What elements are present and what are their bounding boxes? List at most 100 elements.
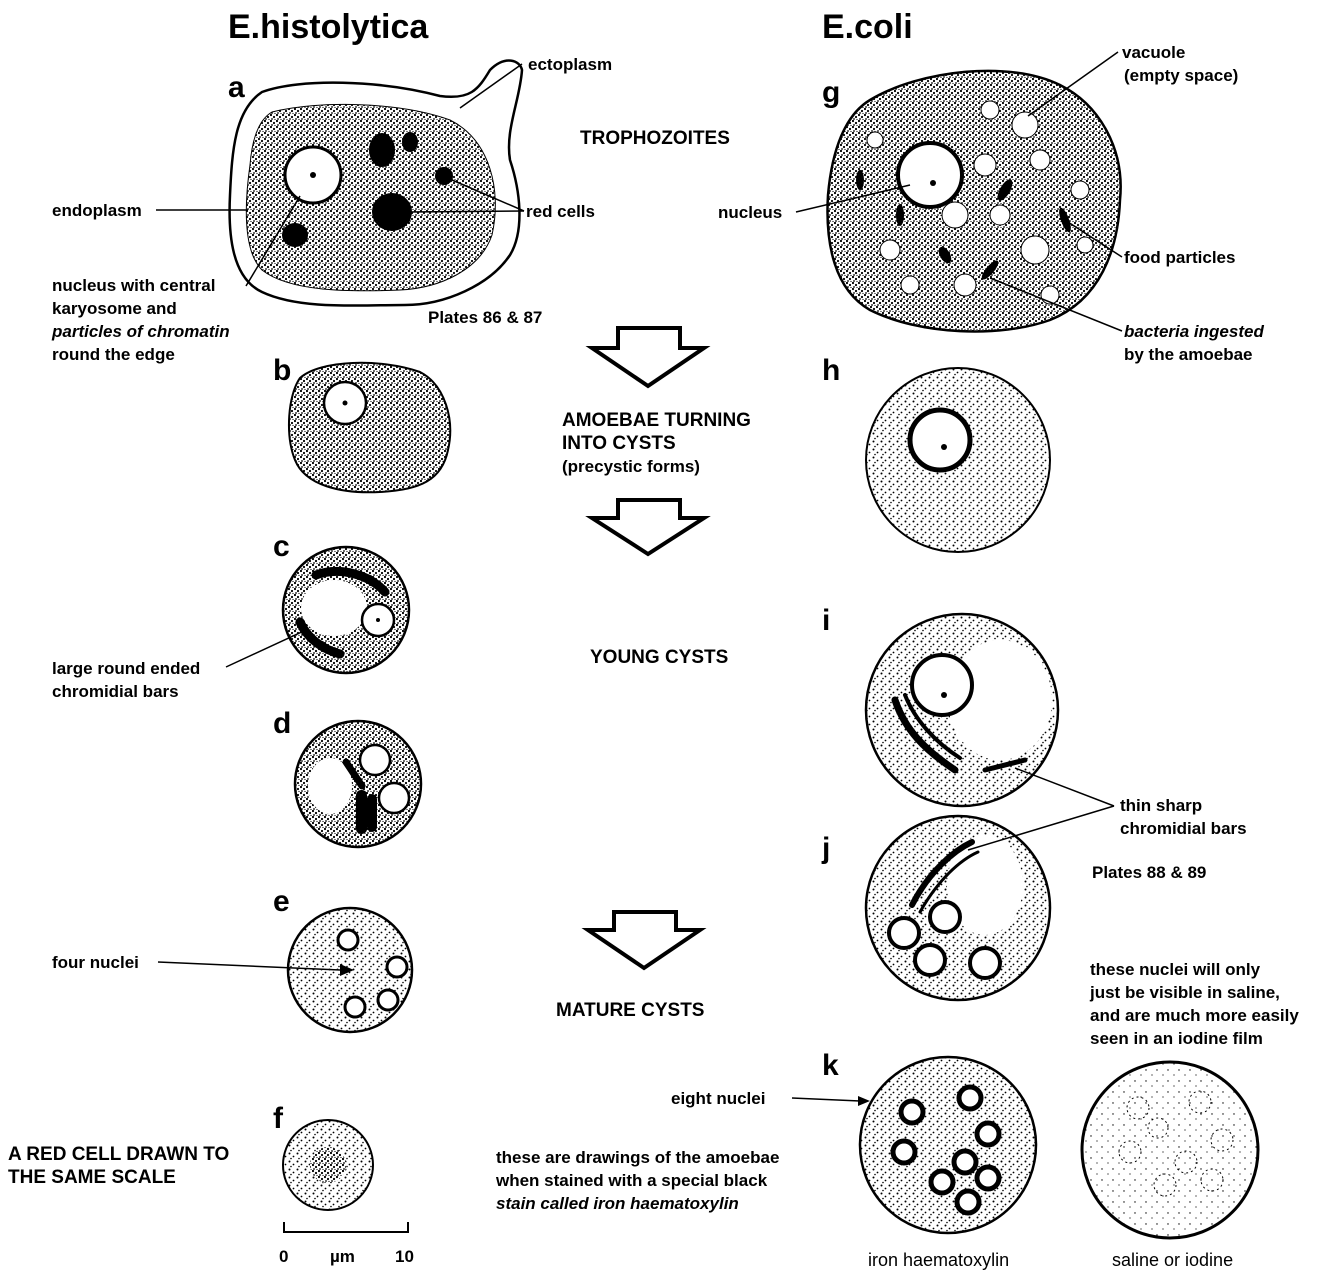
trophozoite-coli-karyosome (930, 180, 936, 186)
red-cell-center (310, 1147, 346, 1183)
label-ectoplasm: ectoplasm (528, 55, 612, 74)
letter-b: b (273, 354, 291, 387)
cyst-j-nucleus-4 (970, 948, 1000, 978)
label-red-cells: red cells (526, 202, 595, 221)
chromidial-bar-d-1 (356, 790, 367, 834)
cyst-k-nucleus-2 (959, 1087, 981, 1109)
letter-i: i (822, 604, 830, 637)
young-cyst-i (866, 614, 1058, 806)
cyst-e-nucleus-4 (378, 990, 398, 1010)
letter-j: j (821, 832, 830, 865)
letter-f: f (273, 1102, 284, 1135)
red-cell-1 (372, 193, 412, 231)
label-thin-bars-1: thin sharp (1120, 796, 1202, 815)
trophozoite-histolytica (230, 61, 522, 306)
leader-thin-bars-1 (1015, 768, 1114, 806)
title-e-coli: E.coli (822, 8, 913, 46)
label-vacuole-2: (empty space) (1124, 66, 1238, 85)
letter-h: h (822, 354, 840, 387)
cyst-e-nucleus-2 (387, 957, 407, 977)
scale-ten: 10 (395, 1247, 414, 1266)
letter-a: a (228, 71, 245, 104)
cyst-k-nucleus-4 (893, 1141, 915, 1163)
label-nucleus-desc-3: particles of chromatin (51, 322, 230, 341)
cyst-e-nucleus-3 (345, 997, 365, 1017)
stage-turning-3: (precystic forms) (562, 457, 700, 476)
label-nuclei-note-4: seen in an iodine film (1090, 1029, 1263, 1048)
letter-c: c (273, 530, 290, 563)
stage-mature-cysts: MATURE CYSTS (556, 1000, 704, 1021)
label-thin-bars-2: chromidial bars (1120, 819, 1247, 838)
leader-eight-nuclei (792, 1098, 860, 1101)
letter-g: g (822, 76, 840, 109)
precyst-h-nucleus (910, 410, 970, 470)
scale-bar (284, 1222, 408, 1232)
label-nucleus-desc-1: nucleus with central (52, 276, 215, 295)
label-plates-88: Plates 88 & 89 (1092, 863, 1206, 882)
label-bacteria-2: by the amoebae (1124, 345, 1253, 364)
trophozoite-coli-nucleus (898, 143, 962, 207)
precyst-b-body (289, 363, 450, 492)
cyst-k-nucleus-5 (954, 1151, 976, 1173)
cyst-k-nucleus-1 (901, 1101, 923, 1123)
caption-iron-haematoxylin: iron haematoxylin (868, 1250, 1009, 1270)
label-food-particles: food particles (1124, 248, 1235, 267)
label-nuclei-note-3: and are much more easily (1090, 1006, 1299, 1025)
leader-chromidial-large (226, 630, 306, 667)
saline-cyst-wall (1082, 1062, 1258, 1238)
cyst-c-vacuole (301, 580, 367, 636)
label-stain-note-1: these are drawings of the amoebae (496, 1148, 779, 1167)
cyst-j-nucleus-2 (889, 918, 919, 948)
young-cyst-j (866, 816, 1050, 1000)
label-nucleus-desc-2: karyosome and (52, 299, 177, 318)
stage-trophozoites: TROPHOZOITES (580, 128, 730, 149)
label-bacteria-1: bacteria ingested (1124, 322, 1264, 341)
letter-k: k (822, 1049, 839, 1082)
arrowhead-eight-nuclei (858, 1096, 870, 1106)
young-cyst-c (283, 547, 409, 673)
karyosome-dot (310, 172, 316, 178)
cyst-i-karyosome (941, 692, 947, 698)
stage-young-cysts: YOUNG CYSTS (590, 647, 728, 668)
red-cell-5 (435, 167, 453, 185)
leader-red-cells-1 (408, 211, 524, 212)
label-chromidial-large-1: large round ended (52, 659, 200, 678)
red-cell-2 (282, 223, 308, 247)
cyst-k-nucleus-7 (977, 1167, 999, 1189)
label-four-nuclei: four nuclei (52, 953, 139, 972)
precyst-histolytica (289, 363, 450, 492)
label-red-cell-scale-2: THE SAME SCALE (8, 1167, 176, 1188)
cyst-k-nucleus-6 (931, 1171, 953, 1193)
precyst-h-karyosome (941, 444, 947, 450)
title-e-histolytica: E.histolytica (228, 8, 429, 46)
mature-cyst-coli-saline (1082, 1062, 1258, 1238)
red-cell-3 (369, 133, 395, 167)
cyst-k-nucleus-8 (957, 1191, 979, 1213)
cyst-d-nucleus-2 (379, 783, 409, 813)
stage-turning-1: AMOEBAE TURNING (562, 410, 751, 431)
stage-turning-2: INTO CYSTS (562, 433, 676, 454)
scale-zero: 0 (279, 1247, 288, 1266)
cyst-j-nucleus-1 (930, 902, 960, 932)
precyst-coli (866, 368, 1050, 552)
cyst-k-wall (860, 1057, 1036, 1233)
caption-saline-iodine: saline or iodine (1112, 1250, 1233, 1270)
label-nucleus: nucleus (718, 203, 782, 222)
down-arrow-3 (588, 912, 700, 968)
precyst-b-karyosome (343, 401, 348, 406)
label-red-cell-scale-1: A RED CELL DRAWN TO (8, 1144, 229, 1165)
letter-e: e (273, 885, 290, 918)
cyst-k-nucleus-3 (977, 1123, 999, 1145)
label-chromidial-large-2: chromidial bars (52, 682, 179, 701)
scale-unit: µm (330, 1247, 355, 1266)
label-nucleus-desc-4: round the edge (52, 345, 175, 364)
cyst-j-nucleus-3 (915, 945, 945, 975)
label-endoplasm: endoplasm (52, 201, 142, 220)
down-arrow-2 (592, 500, 704, 554)
down-arrow-1 (592, 328, 704, 386)
cyst-i-nucleus (912, 655, 972, 715)
red-cell-4 (402, 132, 418, 152)
label-nuclei-note-1: these nuclei will only (1090, 960, 1261, 979)
label-stain-note-2: when stained with a special black (495, 1171, 768, 1190)
